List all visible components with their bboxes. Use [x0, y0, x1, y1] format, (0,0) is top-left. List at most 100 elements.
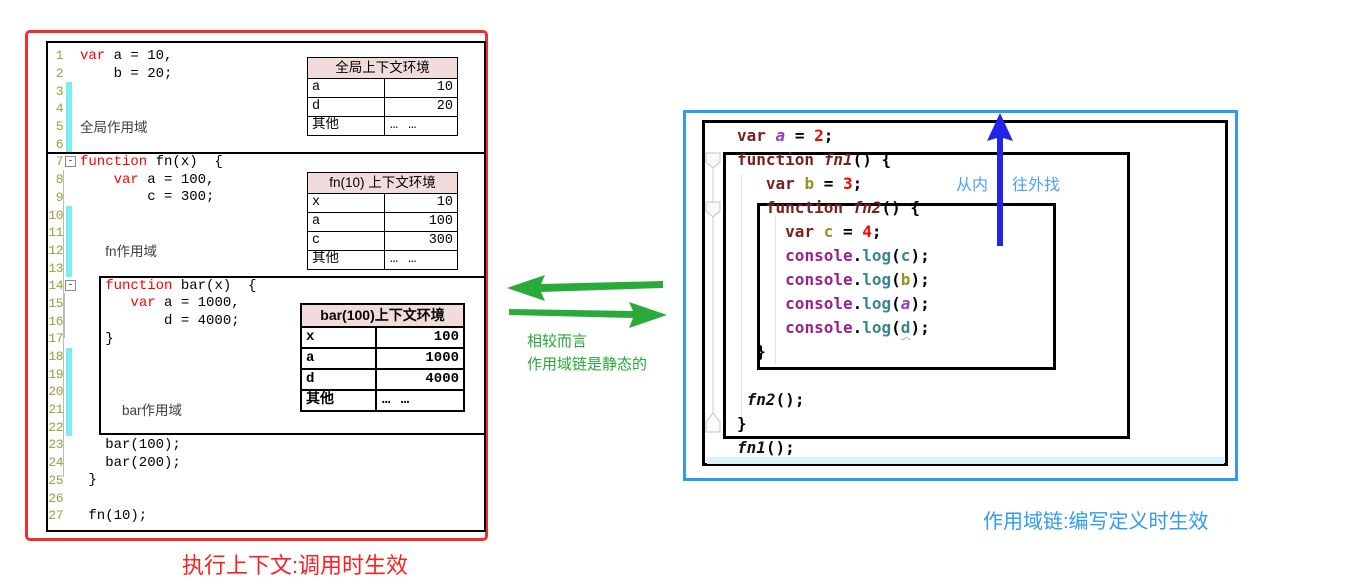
collapse-box-icon[interactable]: - [65, 280, 76, 292]
table-row: 其他… … [308, 117, 457, 135]
code-token: var [80, 47, 106, 64]
code-token: a = 1000, [155, 295, 240, 312]
code-token: console [785, 246, 853, 265]
editor-line: 25 } [48, 472, 484, 490]
code-text: function fn(x) { [80, 154, 223, 170]
table-cell-value: 100 [433, 329, 459, 345]
comparison-note: 相较而言 作用域链是静态的 [527, 330, 647, 376]
change-bar [64, 347, 80, 366]
code-text: 全局作用域 [80, 116, 148, 137]
code-text: b = 20; [80, 66, 173, 82]
code-token: log [862, 246, 892, 265]
code-token: var [130, 295, 156, 312]
editor-line: 9 c = 300; [48, 189, 484, 207]
code-token [737, 294, 785, 313]
code-token: a [900, 294, 911, 313]
line-number: 12 [48, 242, 63, 258]
change-bar [64, 206, 80, 224]
collapse-box-icon[interactable]: - [65, 156, 76, 168]
line-number: 26 [48, 490, 63, 506]
code-token: ); [910, 318, 930, 337]
gutter-marker [64, 507, 80, 525]
code-text: function bar(x) { [80, 278, 256, 294]
code-text: bar作用域 [80, 399, 182, 420]
blue-up-arrow-icon [987, 113, 1013, 246]
global-section-divider [46, 152, 486, 154]
line-number: 3 [55, 83, 64, 99]
editor-line: 21 bar作用域 [48, 399, 484, 420]
code-token: () { [852, 150, 892, 169]
table-cell-key: x [302, 328, 377, 347]
table-cell-value: 300 [428, 233, 453, 248]
code-token: ; [852, 174, 863, 193]
table-row: 其他… … [302, 391, 463, 410]
code-token [814, 150, 824, 169]
table-cell-value: 4000 [425, 371, 459, 387]
editor-line: 2 b = 20; [48, 65, 484, 83]
code-token: (); [765, 438, 795, 457]
code-text: fn(10); [80, 508, 147, 524]
line-number: 9 [55, 189, 64, 205]
code-token: function [737, 150, 815, 169]
editor-line: 11 [48, 223, 484, 242]
change-bar [64, 82, 80, 100]
note-line-1: 相较而言 [527, 333, 588, 350]
line-number: 7 [55, 154, 64, 170]
code-token: bar(x) { [172, 277, 257, 294]
line-number: 13 [48, 260, 63, 276]
gutter-marker [64, 189, 80, 207]
table-cell-key: a [302, 349, 377, 368]
table-cell-value: 1000 [425, 350, 459, 366]
code-token [80, 172, 114, 188]
fold-toggle-icon[interactable]: - [64, 153, 80, 171]
code-token: var [785, 222, 815, 241]
table-cell-value: … … [390, 118, 418, 133]
code-token [814, 222, 824, 241]
code-text: bar(200); [80, 455, 181, 471]
code-line: function fn1() { [737, 150, 930, 174]
code-token: () { [881, 198, 921, 217]
fold-toggle-icon[interactable]: - [64, 277, 80, 295]
scope-chain-caption: 作用域链:编写定义时生效 [983, 511, 1209, 533]
editor-line: 24 bar(200); [48, 454, 484, 472]
code-token [80, 245, 105, 261]
change-bar [64, 135, 80, 153]
change-bar [64, 100, 80, 118]
code-token: bar作用域 [122, 403, 183, 419]
gutter-marker [64, 472, 80, 490]
code-token: ( [891, 294, 901, 313]
code-token: c = 300; [80, 189, 215, 206]
code-token [737, 318, 785, 337]
line-number: 6 [55, 136, 64, 152]
code-line [737, 366, 930, 390]
code-token: function [765, 198, 843, 217]
line-number: 22 [48, 419, 63, 435]
code-token [766, 126, 776, 145]
line-number: 21 [48, 402, 63, 418]
table-row: x 100 [302, 328, 463, 349]
code-token: } [737, 414, 747, 433]
current-line-highlight [707, 457, 1224, 464]
gutter-marker [64, 47, 80, 65]
editor-line: 3 [48, 82, 484, 100]
gutter-marker [64, 436, 80, 454]
code-token: . [852, 294, 863, 313]
gutter-marker [64, 65, 80, 83]
code-token: fn2 [852, 198, 882, 217]
code-token: d [900, 318, 911, 337]
table-title: bar(100)上下文环境 [302, 305, 463, 328]
code-token: c [823, 222, 834, 241]
line-number: 11 [48, 225, 63, 241]
code-token: b [900, 270, 911, 289]
table-title: 全局上下文环境 [308, 58, 457, 79]
code-token: a = 10, [105, 47, 173, 64]
gutter-marker [64, 330, 80, 348]
code-token: console [785, 318, 853, 337]
code-token: bar(100); [80, 436, 181, 453]
code-editor-right: var a = 2;function fn1() { var b = 3; fu… [737, 126, 930, 462]
